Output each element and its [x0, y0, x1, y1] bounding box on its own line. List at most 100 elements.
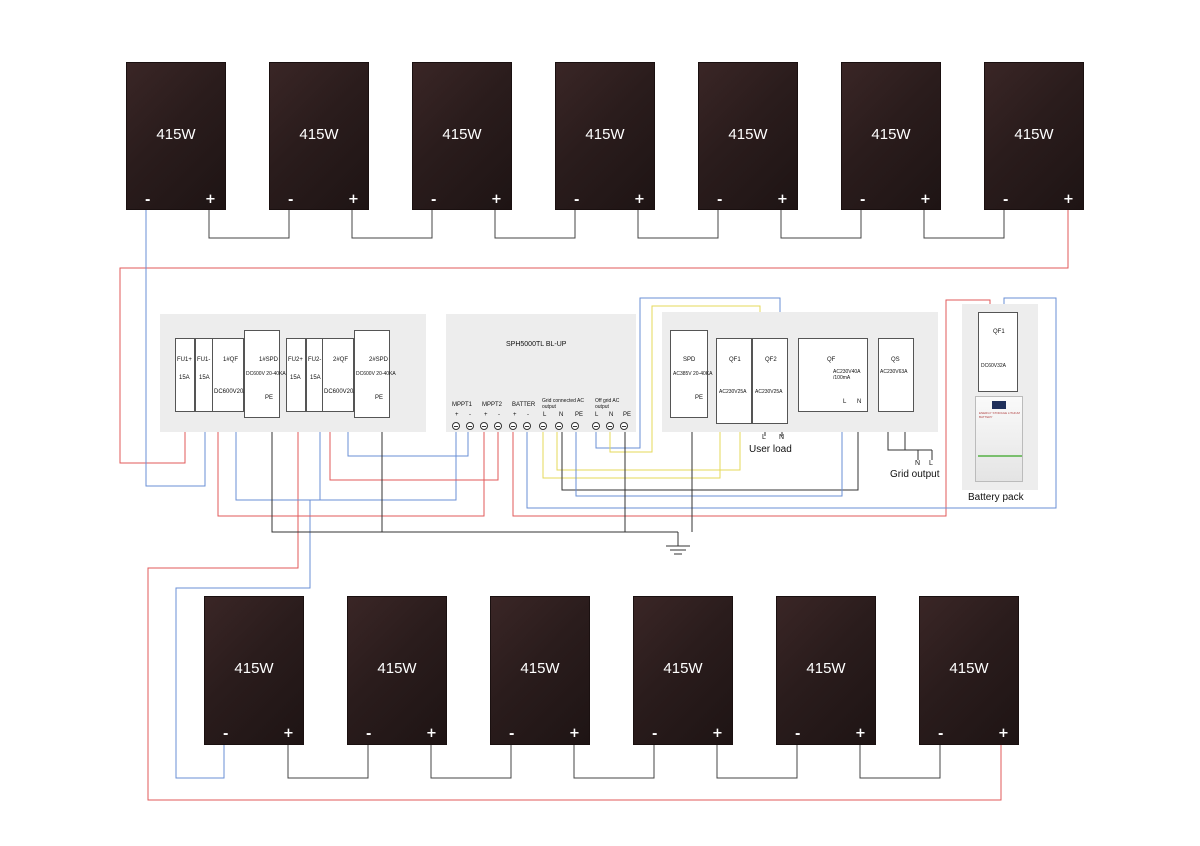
pe-label: PE	[695, 395, 704, 401]
panel-wattage: 415W	[377, 660, 417, 677]
terminal-screw	[555, 422, 563, 430]
series-wire	[716, 745, 798, 779]
ac-spd: SPD AC385V 20-40KA PE	[670, 330, 712, 418]
spd-2: 2#SPD DC600V 20-40KA PE	[354, 330, 396, 418]
solar-panel: 415W-+	[919, 596, 1019, 745]
terminal-screw	[606, 422, 614, 430]
breaker-label: 1#QF	[223, 357, 239, 363]
negative-terminal: -	[431, 193, 437, 208]
fuse-fu2-plus: FU2+15A	[286, 338, 306, 412]
series-wire	[208, 210, 290, 239]
grid-output-label: Grid output	[890, 469, 940, 480]
pe-label: PE	[265, 395, 274, 401]
string1-positive-wire	[119, 210, 1069, 464]
term-mark: +	[455, 412, 459, 418]
battery-positive-wire	[512, 299, 991, 517]
dcbox-wires	[184, 321, 679, 546]
terminal-screw	[480, 422, 488, 430]
battery-brand: ENERGY STORAGE LITHIUM BATTERY	[979, 411, 1020, 419]
battery-stripe-icon	[978, 455, 1022, 457]
term-mark: -	[527, 412, 529, 418]
port-offgrid-ac: Off grid AC output	[595, 398, 620, 410]
fuse-rating: 15A	[199, 375, 210, 381]
positive-terminal: +	[348, 192, 359, 207]
panel-wattage: 415W	[949, 660, 989, 677]
solar-panel: 415W-+	[347, 596, 447, 745]
user-load-N: N	[779, 434, 785, 441]
negative-terminal: -	[366, 727, 372, 742]
negative-terminal: -	[860, 193, 866, 208]
series-wire	[494, 210, 576, 239]
breaker-rating: AC230V25A	[719, 389, 747, 395]
port-grid-ac: Grid connected AC output	[542, 398, 584, 410]
positive-terminal: +	[205, 192, 216, 207]
terminal-screw	[452, 422, 460, 430]
spd-label: SPD	[683, 357, 696, 363]
grid-output-N: N	[915, 460, 921, 467]
battery-negative-wire	[526, 297, 1057, 509]
positive-terminal: +	[855, 726, 866, 741]
fuse-label: FU1-	[197, 357, 211, 363]
bottom-series-wires	[287, 745, 941, 779]
positive-terminal: +	[1063, 192, 1074, 207]
solar-panel: 415W-+	[633, 596, 733, 745]
panel-wattage: 415W	[806, 660, 846, 677]
fuse-label: FU2-	[308, 357, 322, 363]
term-mark: PE	[623, 412, 632, 418]
breaker-label: QF1	[993, 329, 1005, 335]
rcd-n: N	[857, 399, 862, 405]
panel-wattage: 415W	[234, 660, 274, 677]
fuse-rating: 15A	[179, 375, 190, 381]
positive-terminal: +	[998, 726, 1009, 741]
series-wire	[351, 210, 433, 239]
fuse-label: FU1+	[177, 357, 192, 363]
positive-terminal: +	[283, 726, 294, 741]
string1-negative-wire	[145, 210, 206, 487]
battery-display-icon	[992, 401, 1006, 409]
negative-terminal: -	[574, 193, 580, 208]
fuse-rating: 15A	[290, 375, 301, 381]
top-series-wires	[208, 210, 1005, 239]
battery-pack: ENERGY STORAGE LITHIUM BATTERY	[975, 396, 1023, 482]
breaker-rating: DC600V20A	[214, 389, 248, 395]
switch-rating: AC230V63A	[880, 369, 908, 375]
panel-wattage: 415W	[585, 126, 625, 143]
terminal-screw	[509, 422, 517, 430]
term-mark: -	[469, 412, 471, 418]
series-wire	[573, 745, 655, 779]
spd-rating: AC385V 20-40KA	[673, 371, 713, 377]
panel-wattage: 415W	[728, 126, 768, 143]
port-mppt1: MPPT1	[452, 402, 473, 408]
spd-rating: DC600V 20-40KA	[356, 371, 396, 377]
port-mppt2: MPPT2	[482, 402, 503, 408]
terminal-screw	[523, 422, 531, 430]
panel-wattage: 415W	[1014, 126, 1054, 143]
negative-terminal: -	[652, 727, 658, 742]
pe-label: PE	[375, 395, 384, 401]
positive-terminal: +	[634, 192, 645, 207]
spd-label: 2#SPD	[369, 357, 389, 363]
solar-panel: 415W-+	[984, 62, 1084, 210]
negative-terminal: -	[795, 727, 801, 742]
terminal-screw	[571, 422, 579, 430]
solar-panel: 415W - +	[204, 596, 304, 745]
inverter	[446, 314, 636, 432]
term-mark: -	[498, 412, 500, 418]
series-wire	[923, 210, 1005, 239]
breaker-label: 2#QF	[333, 357, 349, 363]
spd-label: 1#SPD	[259, 357, 279, 363]
solar-panel: 415W-+	[126, 62, 226, 210]
series-wire	[780, 210, 862, 239]
rcd-label: QF	[827, 357, 836, 363]
negative-terminal: -	[223, 727, 229, 742]
ground-symbol	[666, 545, 690, 555]
positive-terminal: +	[712, 726, 723, 741]
solar-panel: 415W-+	[412, 62, 512, 210]
switch-label: QS	[891, 357, 900, 363]
positive-terminal: +	[920, 192, 931, 207]
